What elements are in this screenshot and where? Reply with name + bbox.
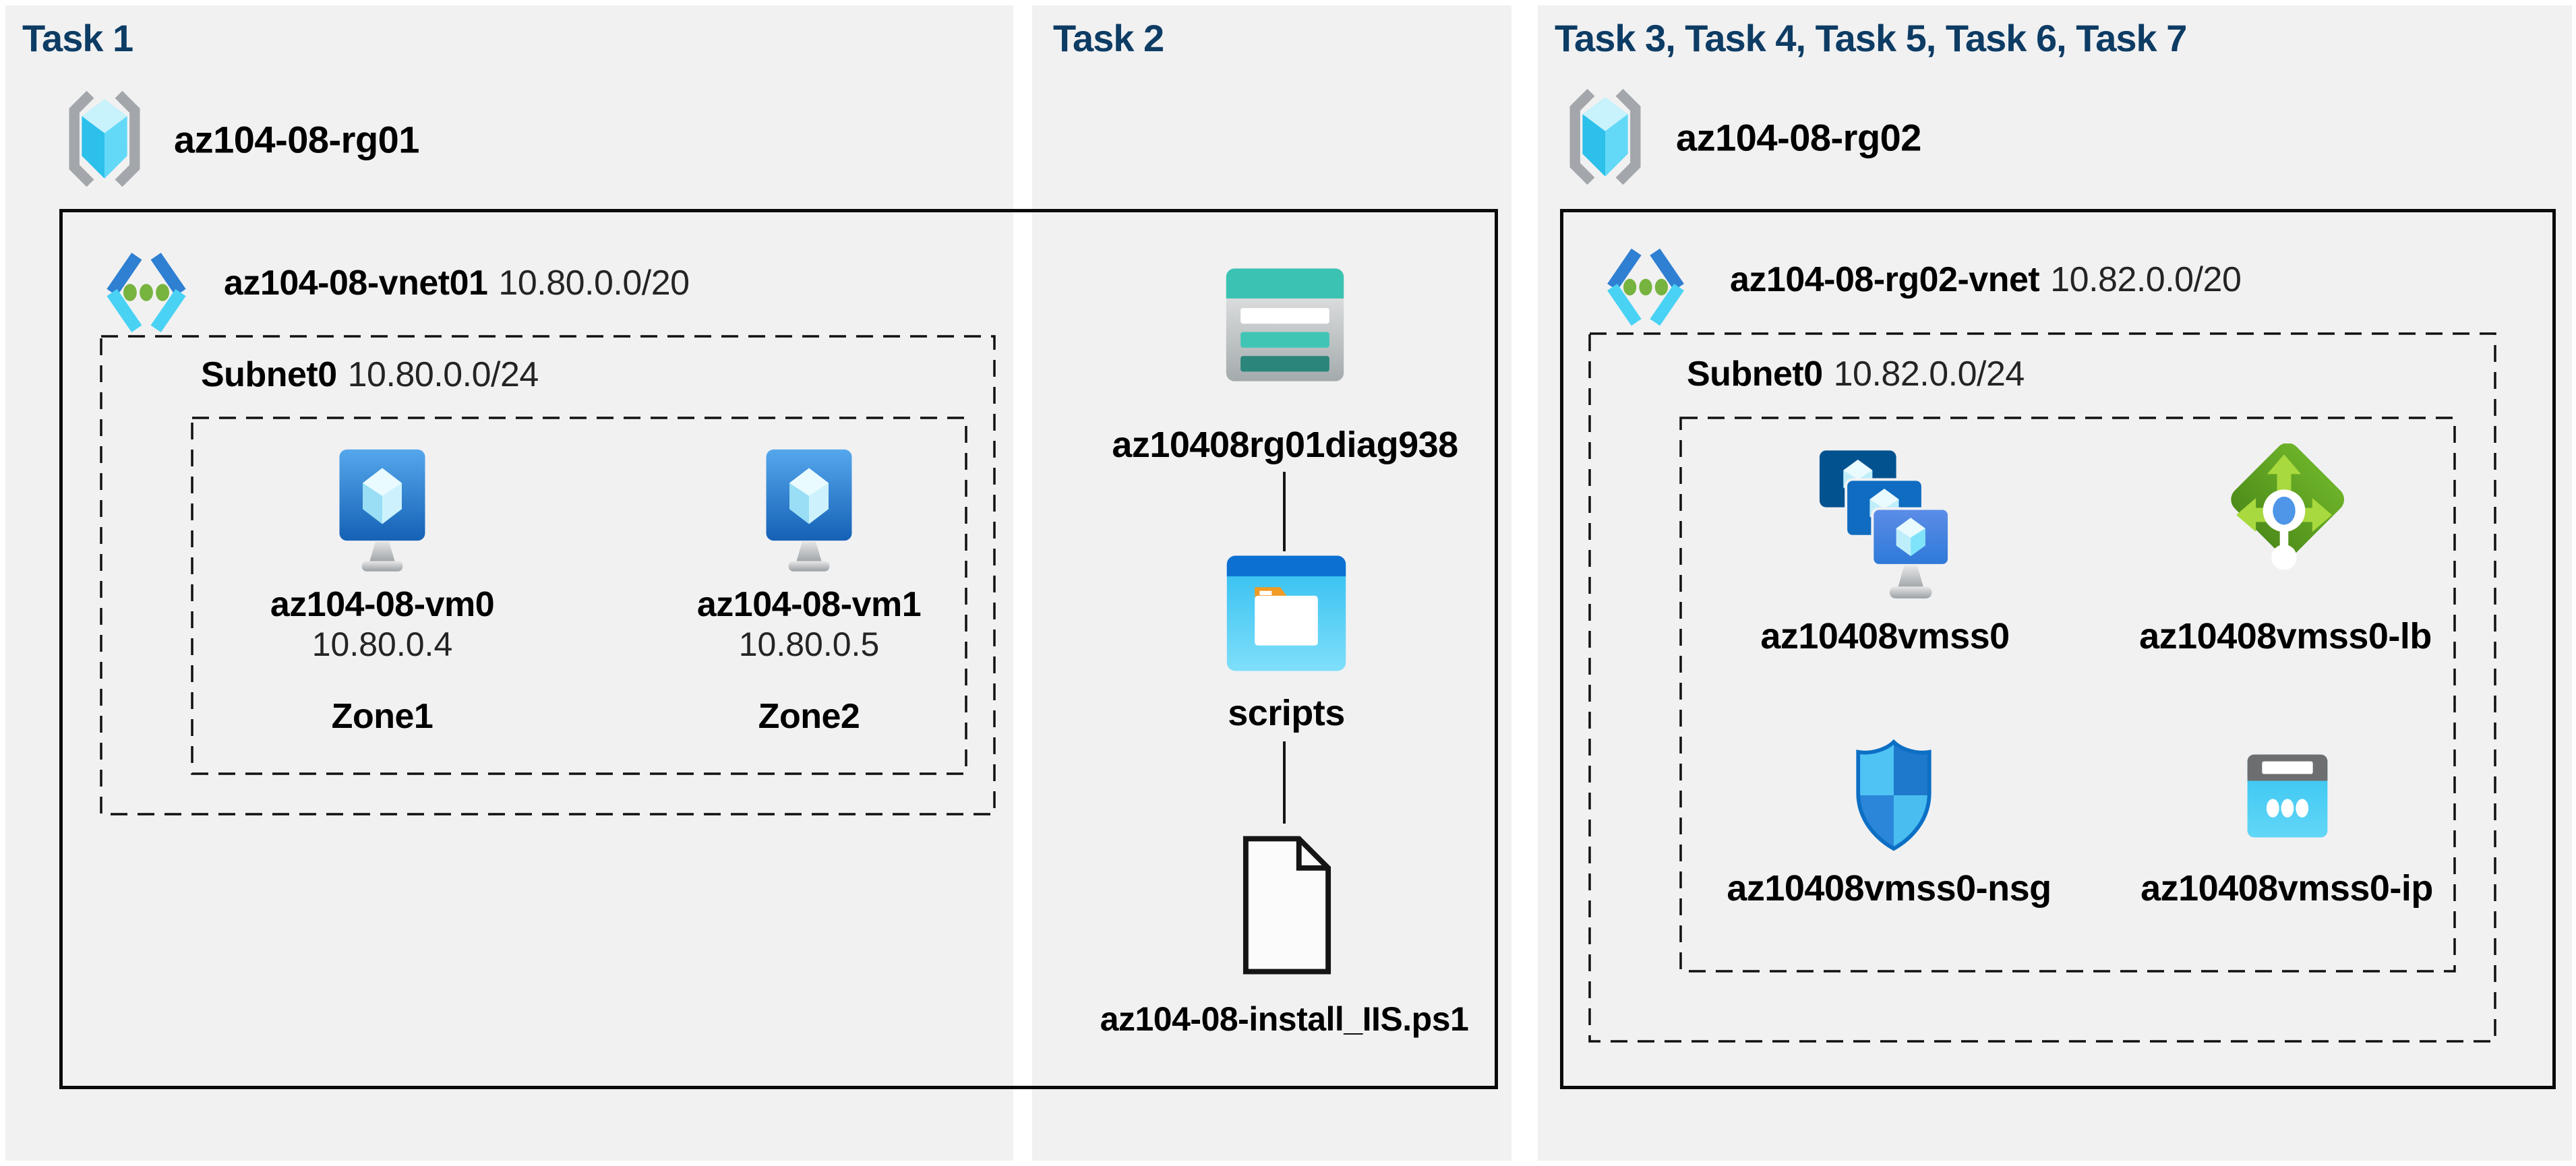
task2-title: Task 2	[1053, 17, 1164, 59]
resource-group-name: az104-08-rg01	[174, 118, 419, 161]
panel-task1	[5, 5, 1013, 1161]
task3-title: Task 3, Task 4, Task 5, Task 6, Task 7	[1555, 17, 2187, 59]
subnet-name: Subnet0	[1687, 355, 1823, 394]
subnet-cidr: 10.80.0.0/24	[347, 355, 539, 394]
subnet-name: Subnet0	[201, 355, 337, 394]
task3-vnet-boundary-box	[1560, 209, 2556, 1089]
vmss-name: az10408vmss0	[1760, 616, 2010, 656]
vm-ip: 10.80.0.5	[738, 625, 880, 663]
vm-ip: 10.80.0.4	[311, 625, 453, 663]
virtual-machine-icon	[339, 449, 425, 572]
load-balancer-icon	[2231, 443, 2345, 570]
vnet-name-label: az104-08-rg02-vnet 10.82.0.0/20	[1730, 259, 2242, 300]
virtual-network-icon	[1607, 248, 1684, 326]
scripts-folder-icon	[1226, 555, 1346, 671]
resource-group-name: az104-08-rg02	[1676, 116, 1921, 159]
vm-name: az104-08-vm0	[270, 585, 495, 624]
virtual-network-icon	[107, 252, 186, 333]
subnet-label: Subnet0 10.82.0.0/24	[1687, 354, 2025, 394]
task1-title: Task 1	[22, 17, 133, 59]
connector-line	[1283, 741, 1286, 824]
vm-name: az104-08-vm1	[696, 585, 922, 624]
public-ip-icon	[2247, 754, 2328, 838]
public-ip-name: az10408vmss0-ip	[2140, 868, 2433, 909]
nsg-name: az10408vmss0-nsg	[1727, 868, 2051, 909]
load-balancer-name: az10408vmss0-lb	[2139, 616, 2432, 656]
resource-group-icon	[1569, 89, 1641, 185]
subnet-dashed-box	[100, 335, 996, 816]
vm-zone: Zone2	[758, 697, 860, 736]
subnet-label: Subnet0 10.80.0.0/24	[201, 355, 539, 395]
script-file-name: az104-08-install_IIS.ps1	[1100, 1000, 1469, 1038]
script-file-icon	[1242, 836, 1331, 975]
vnet-cidr: 10.82.0.0/20	[2050, 260, 2242, 299]
vnet-name-label: az104-08-vnet01 10.80.0.0/20	[224, 263, 690, 303]
folder-name: scripts	[1228, 693, 1345, 733]
vnet-name: az104-08-vnet01	[224, 264, 488, 303]
vm-zone: Zone1	[331, 697, 433, 736]
vm-scale-set-icon	[1819, 450, 1950, 599]
vnet-cidr: 10.80.0.0/20	[498, 264, 690, 303]
connector-line	[1283, 472, 1286, 551]
subnet-dashed-box	[1588, 332, 2496, 1043]
virtual-machine-icon	[766, 449, 852, 572]
storage-account-icon	[1226, 268, 1344, 381]
zones-dashed-box	[191, 417, 967, 775]
subnet-cidr: 10.82.0.0/24	[1833, 355, 2025, 394]
task1-vnet-boundary-box	[59, 209, 1498, 1089]
storage-account-name: az10408rg01diag938	[1112, 425, 1458, 465]
vnet-name: az104-08-rg02-vnet	[1730, 260, 2040, 299]
vmss-dashed-box	[1679, 417, 2456, 973]
network-security-group-icon	[1856, 739, 1931, 851]
resource-group-icon	[69, 91, 140, 187]
panel-task3	[1538, 5, 2572, 1161]
